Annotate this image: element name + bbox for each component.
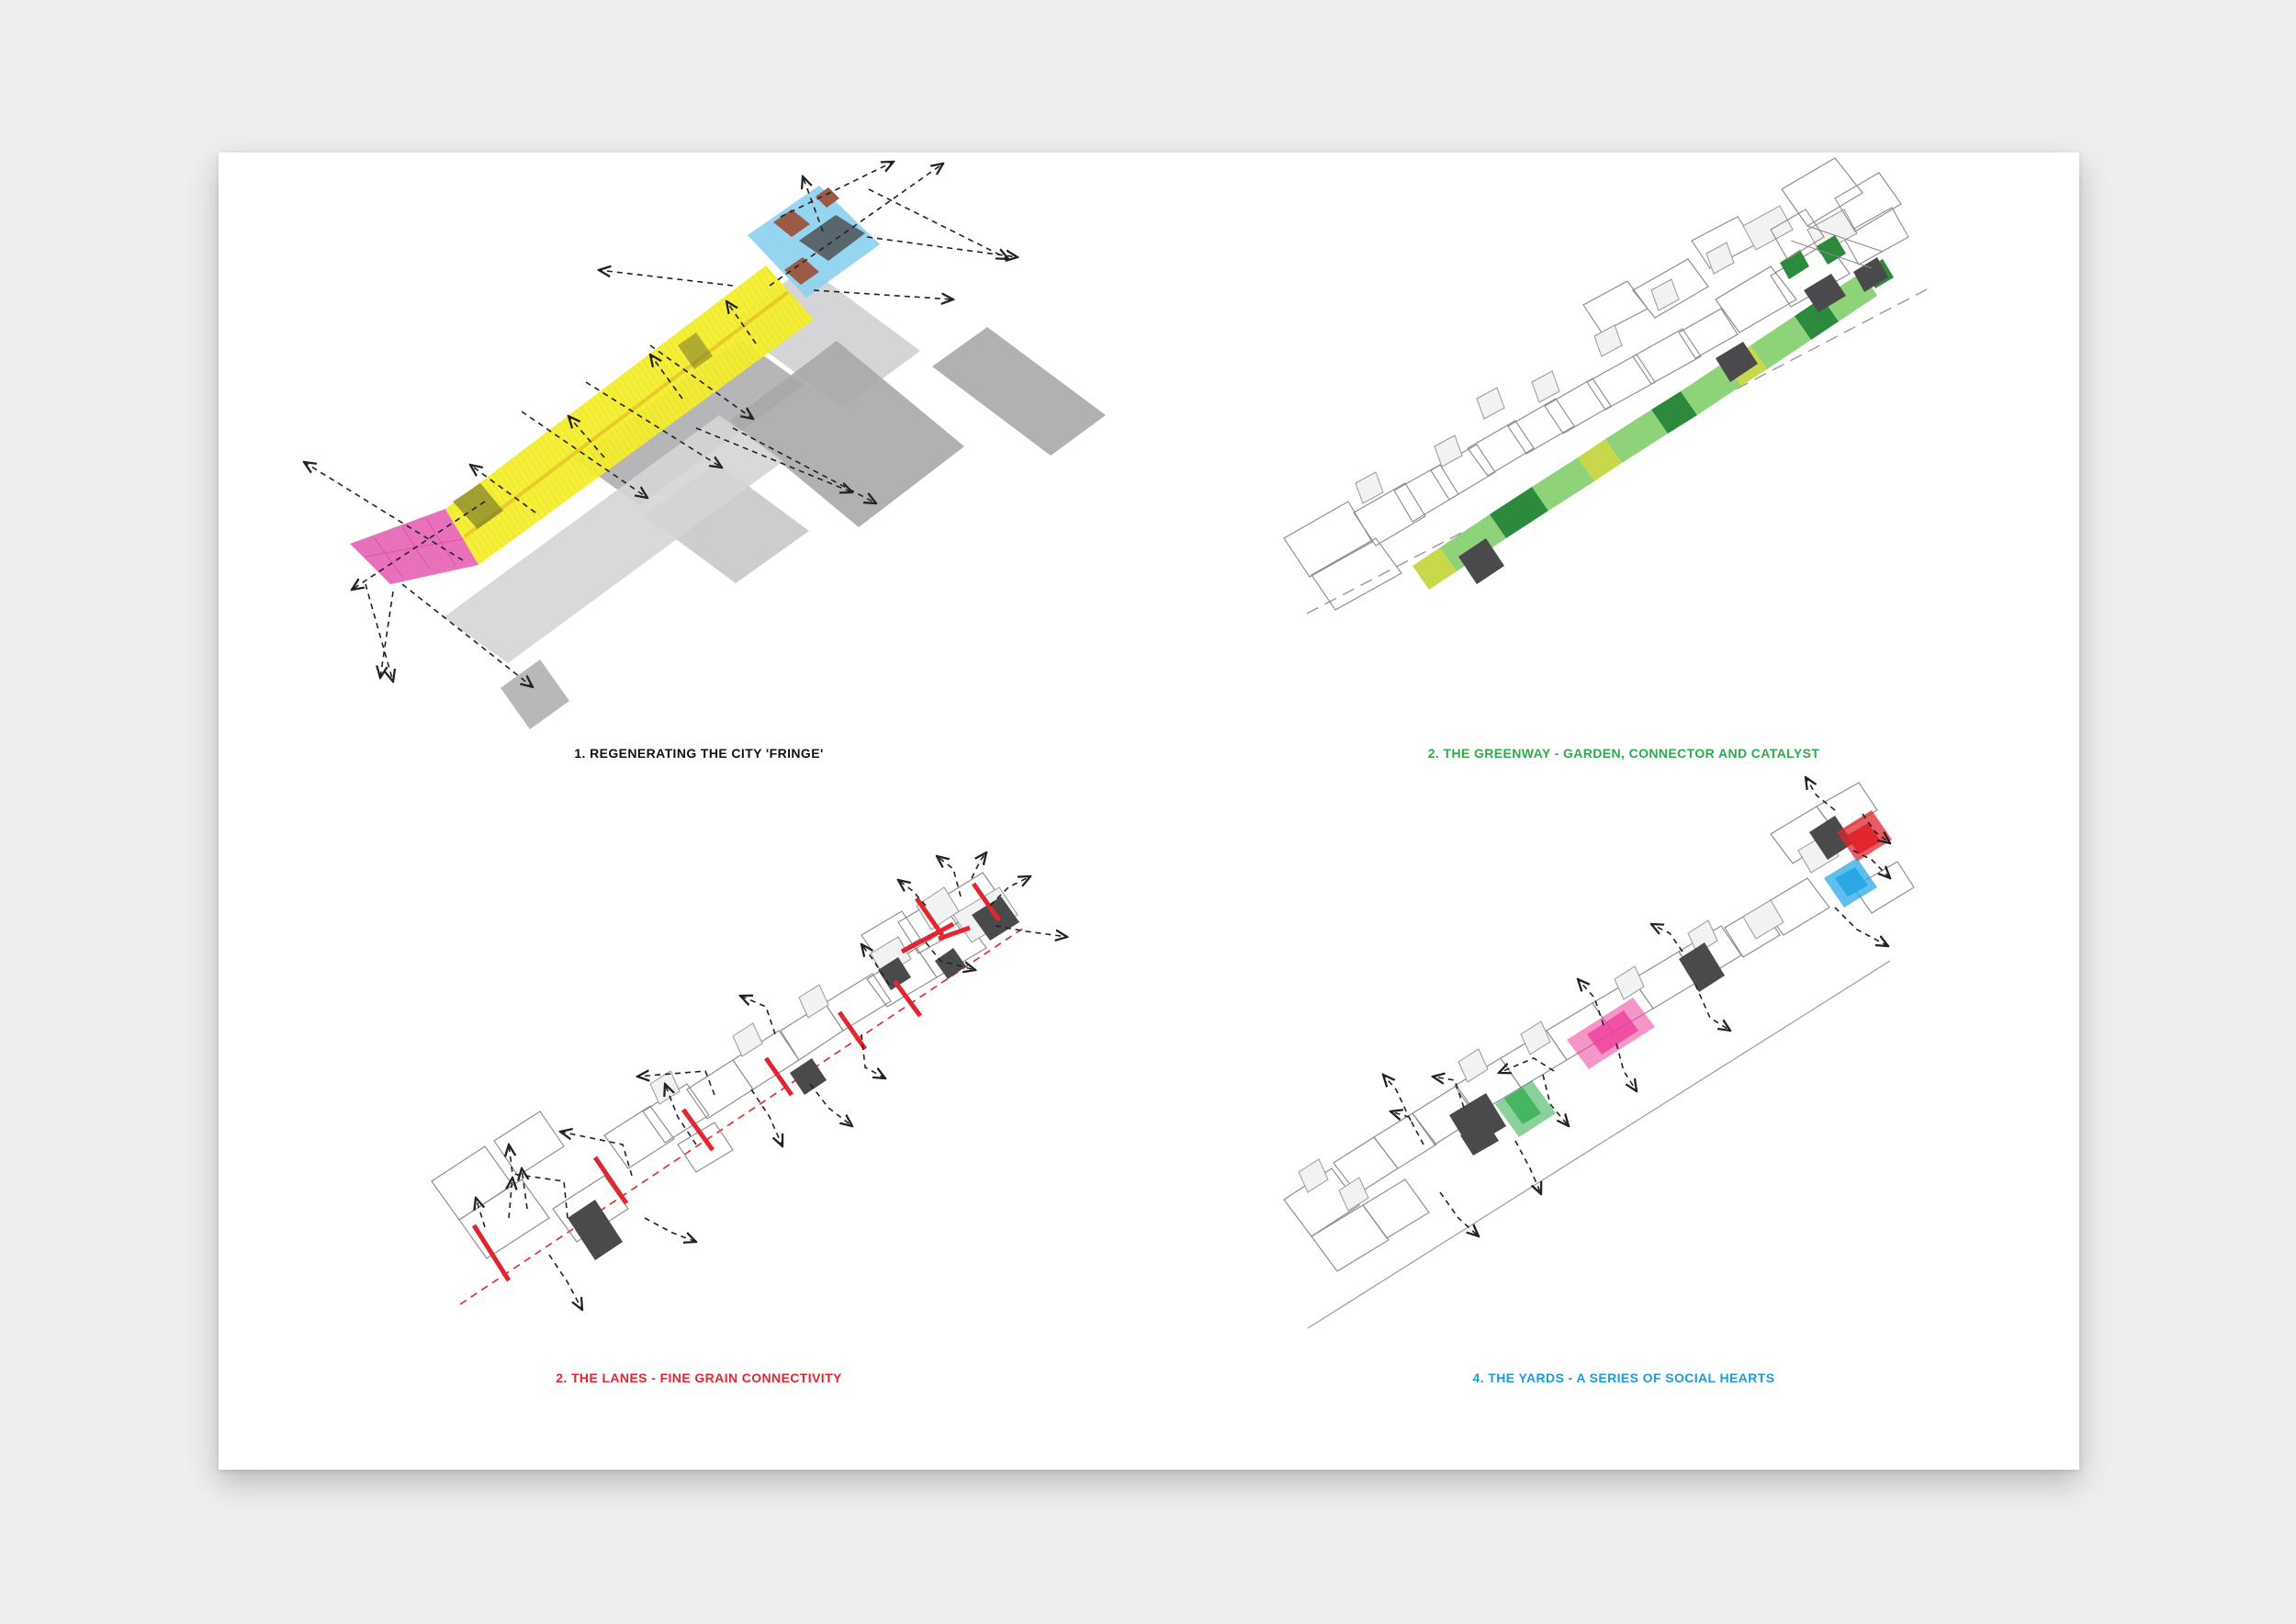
yard-red <box>1837 810 1892 862</box>
outline-blocks <box>1283 207 1909 611</box>
context-block <box>575 339 805 505</box>
lanes-dark-mass <box>568 897 1019 1260</box>
dark-mass <box>453 483 503 529</box>
red-lanes <box>471 882 1002 1282</box>
axis-line <box>1307 960 1891 1329</box>
yard-pink <box>1567 998 1655 1069</box>
yards-diagram <box>1283 777 1915 1329</box>
presentation-board: 1. REGENERATING THE CITY 'FRINGE' 2. THE… <box>219 152 2079 1470</box>
yard-blue <box>1824 858 1877 908</box>
greenway-diagram <box>1283 157 1930 615</box>
greenway-dark-mass <box>1458 257 1888 584</box>
magenta-zone <box>350 509 478 584</box>
yards-dark-mass <box>1449 816 1853 1156</box>
brown-mass <box>784 257 819 285</box>
caption-yards: 4. THE YARDS - A SERIES OF SOCIAL HEARTS <box>1472 1370 1775 1385</box>
lanes-outline-blocks <box>431 872 1002 1259</box>
brown-mass <box>816 187 839 208</box>
fringe-diagram <box>304 162 1106 729</box>
caption-lanes: 2. THE LANES - FINE GRAIN CONNECTIVITY <box>556 1370 842 1385</box>
context-block <box>444 415 783 663</box>
context-block <box>932 327 1106 456</box>
context-block <box>501 660 569 729</box>
outline-mass <box>1355 205 1858 504</box>
caption-fringe: 1. REGENERATING THE CITY 'FRINGE' <box>574 746 824 761</box>
dark-mass <box>799 215 865 261</box>
yard-green <box>1495 1080 1556 1137</box>
axis-line <box>459 925 1028 1305</box>
lanes-diagram <box>431 852 1067 1310</box>
diagram-canvas <box>219 157 1930 1329</box>
dark-mass <box>678 333 713 369</box>
caption-greenway: 2. THE GREENWAY - GARDEN, CONNECTOR AND … <box>1427 746 1820 761</box>
